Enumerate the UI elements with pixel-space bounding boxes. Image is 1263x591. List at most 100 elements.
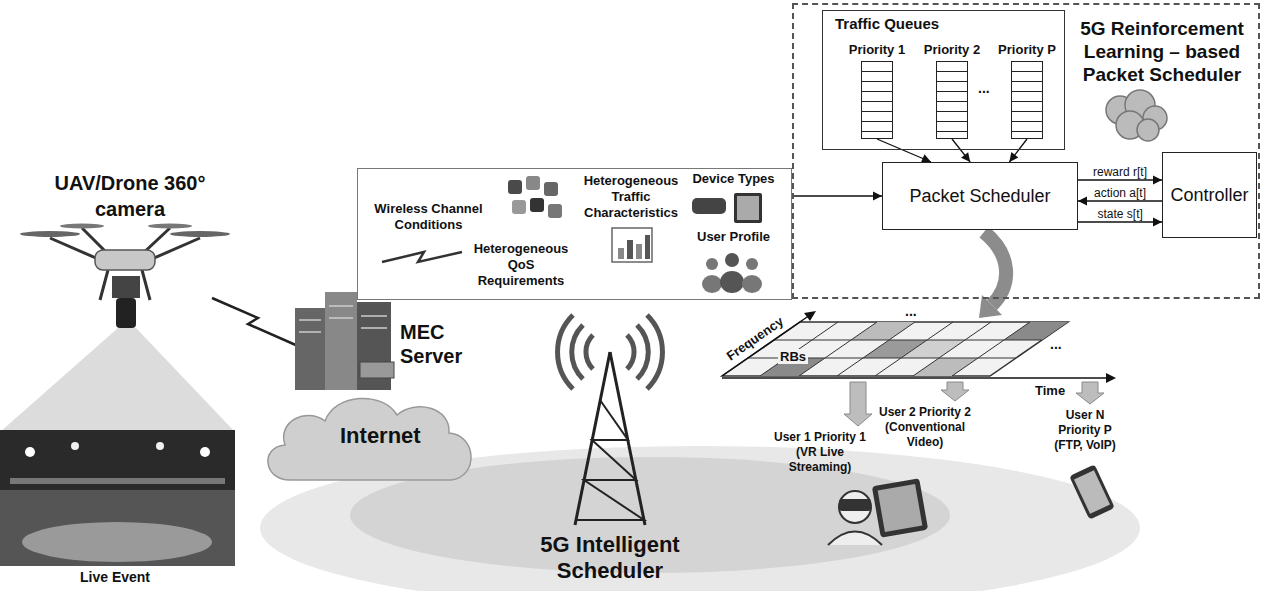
factor-label: Heterogeneous Traffic Characteristics: [576, 173, 686, 221]
grid-line: [875, 322, 953, 376]
drone-prop: [20, 231, 80, 237]
grid-label: RBs: [778, 349, 808, 364]
person-head: [746, 258, 758, 270]
phone-frame: [1069, 464, 1115, 519]
connector-line: [1078, 221, 1162, 222]
chart-icon: [612, 228, 652, 262]
radio-wave: [572, 325, 583, 379]
tower-brace: [576, 400, 644, 520]
app-icon: [544, 182, 558, 196]
connector-line: [952, 139, 970, 162]
radio-waves: [558, 315, 663, 389]
priority-queue: Priority 1: [861, 61, 893, 139]
grid-line: [952, 322, 1030, 376]
edge-label: action a[t]: [1092, 187, 1148, 200]
server-slot: [329, 305, 353, 307]
person-body: [742, 275, 762, 293]
drone-prop: [60, 224, 104, 229]
grid-cell: [913, 358, 978, 376]
chart-bar: [618, 248, 624, 259]
traffic-queues-box: Traffic QueuesPriority 1Priority 2Priori…: [822, 10, 1065, 150]
arrowhead: [1078, 197, 1087, 206]
app-icon: [548, 204, 562, 218]
arrowhead: [961, 152, 970, 162]
person-head: [725, 253, 739, 267]
grid-line: [774, 340, 1042, 341]
radio-wave: [647, 315, 662, 389]
queue-label: Priority P: [998, 42, 1056, 58]
stadium-light: [156, 442, 164, 450]
stadium-sky: [0, 430, 235, 566]
stadium-stands: [0, 490, 235, 566]
rl-scheduler-panel: 5G Reinforcement Learning – based Packet…: [792, 3, 1260, 299]
ellipsis: ...: [978, 80, 990, 96]
connector-line: [1078, 200, 1162, 201]
cell-tower: [558, 315, 663, 525]
connector: [792, 192, 882, 201]
channel-symbol: [382, 252, 462, 262]
cloud-outline: [268, 398, 471, 480]
user-headset: [839, 499, 871, 511]
schedule-arrow-shaft: [984, 232, 1006, 305]
phone-device: [1069, 464, 1115, 519]
user-head: [839, 491, 871, 523]
time-axis: [722, 377, 1108, 379]
factor-label: Heterogeneous QoS Requirements: [466, 241, 576, 289]
arrowhead: [1009, 152, 1018, 162]
factor-label: Wireless Channel Conditions: [366, 201, 491, 233]
factor-label: Device Types: [686, 171, 781, 187]
axis-label: Time: [1035, 383, 1065, 398]
grid-line: [799, 322, 877, 376]
drone-leg: [142, 270, 150, 300]
drone-prop: [170, 231, 230, 237]
person-body: [720, 271, 744, 293]
person-head: [706, 258, 718, 270]
connector-line: [1078, 179, 1162, 180]
ellipsis: ...: [905, 303, 917, 319]
arrowhead: [873, 192, 882, 201]
app-icon: [526, 176, 540, 190]
stadium-photo: [0, 430, 235, 566]
connector-line: [792, 195, 882, 196]
tablet-screen: [878, 484, 923, 532]
connector-line: [1009, 139, 1027, 162]
grid-cell: [901, 340, 965, 358]
phone-screen: [1074, 470, 1110, 514]
edge-label: reward r[t]: [1091, 166, 1149, 179]
radio-wave: [637, 325, 648, 379]
mec-server-icon: [295, 292, 394, 390]
drone-prop: [148, 224, 192, 229]
input-factors-box: Wireless Channel ConditionsHeterogeneous…: [357, 168, 792, 300]
allocation-arrow: [941, 382, 969, 401]
connector: [877, 139, 931, 163]
panel-heading: 5G Reinforcement Learning – based Packet…: [1068, 17, 1256, 86]
user-label: User 1 Priority 1 (VR Live Streaming): [765, 430, 875, 475]
resource-grid: [722, 311, 1116, 383]
app-icon: [508, 180, 522, 194]
connector: [952, 139, 970, 162]
radio-wave: [558, 315, 573, 389]
server-label: MEC Server: [400, 320, 475, 368]
server-slot: [329, 317, 353, 319]
vr-user-icon: [828, 491, 882, 545]
wireless-link: [212, 298, 298, 346]
grid-line: [837, 322, 915, 376]
radio-wave: [627, 335, 634, 369]
user-arrows: [844, 382, 1104, 426]
server-tower: [325, 292, 357, 390]
chart-bar: [636, 244, 642, 259]
stadium-light: [200, 447, 210, 457]
arrowhead: [1153, 176, 1162, 185]
server-device: [360, 362, 394, 378]
allocation-arrow: [844, 382, 872, 426]
ellipsis: ...: [1050, 336, 1062, 352]
drone-body: [95, 250, 155, 270]
stadium-light: [25, 447, 35, 457]
process-box: Packet Scheduler: [882, 162, 1078, 230]
app-icon: [530, 198, 544, 212]
internet-cloud: Internet: [255, 385, 480, 485]
